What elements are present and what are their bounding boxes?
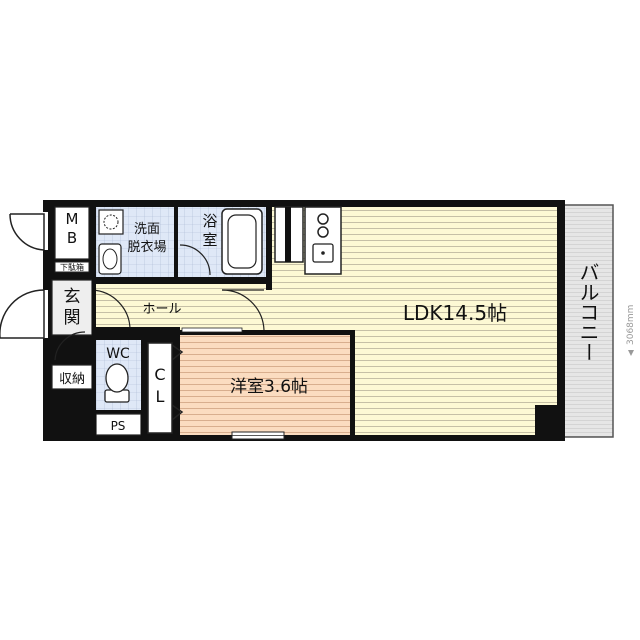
dimension-label: 3068mm <box>626 305 636 345</box>
shuno-box <box>51 364 93 390</box>
room-label-wc: WC <box>106 346 130 362</box>
room-label-yokushitsu: 浴室 <box>202 212 217 249</box>
hall-floor <box>96 284 272 327</box>
room-label-ldk: LDK14.5帖 <box>403 301 507 325</box>
partition-wall <box>180 330 355 335</box>
room-label-balcony: バルコニー <box>576 262 600 362</box>
cl-line-1: C <box>154 365 165 384</box>
partition-wall <box>92 207 96 437</box>
door-swing-icon <box>54 331 86 361</box>
getabako-box <box>54 261 90 273</box>
door-swing-icon <box>9 213 45 251</box>
bathtub-icon <box>221 208 263 275</box>
partition-wall <box>174 207 178 277</box>
partition-wall <box>141 331 146 437</box>
stove-burner-icon <box>317 226 329 238</box>
door-swing-icon <box>221 289 265 331</box>
room-label-youshitsu: 洋室3.6帖 <box>230 377 308 397</box>
toilet-bowl-icon <box>105 363 129 393</box>
mb-box <box>54 206 90 260</box>
mb-line-2: B <box>67 229 77 247</box>
bathtub-inner-icon <box>227 214 257 269</box>
pillar <box>535 405 560 437</box>
door-swing-icon <box>91 289 131 331</box>
senmen-line-1: 洗面 <box>134 222 160 237</box>
genkan-line-1: 玄 <box>64 287 81 307</box>
bath-door-arc-icon <box>179 244 211 276</box>
room-label-shuno: 収納 <box>59 372 85 387</box>
yokushitsu-line-2: 室 <box>202 231 217 249</box>
dimension-arrow-icon <box>628 350 634 356</box>
partition-wall <box>92 327 180 331</box>
yokushitsu-line-1: 浴 <box>202 212 217 230</box>
youshitsu-floor <box>180 335 350 435</box>
closet-interior <box>147 342 173 434</box>
door-swing-icon <box>0 289 45 339</box>
room-label-getabako: 下駄箱 <box>60 262 84 272</box>
basin-bowl-icon <box>102 248 118 270</box>
balcony-area <box>562 204 614 438</box>
drain-icon <box>321 251 325 255</box>
room-label-hall: ホール <box>142 302 181 317</box>
senmen-line-2: 脱衣場 <box>127 239 166 255</box>
partition-wall <box>350 333 355 437</box>
genkan-line-2: 関 <box>64 308 81 328</box>
wash-basin-icon <box>98 243 122 275</box>
kitchen-counter <box>304 206 342 275</box>
room-label-genkan: 玄関 <box>64 287 81 328</box>
partition-wall <box>96 277 272 284</box>
mb-line-1: M <box>66 210 79 228</box>
stove-burner-icon <box>317 213 329 225</box>
cl-line-2: L <box>156 387 165 406</box>
room-label-senmen: 洗面脱衣場 <box>127 222 166 255</box>
partition-wall <box>266 207 272 290</box>
room-label-ps: PS <box>111 419 126 433</box>
sliding-door-icon <box>181 327 243 333</box>
washing-machine-icon <box>98 209 124 235</box>
wall-stub <box>285 207 291 262</box>
washer-drum-icon <box>103 214 119 230</box>
closet-door-icon <box>171 344 184 421</box>
